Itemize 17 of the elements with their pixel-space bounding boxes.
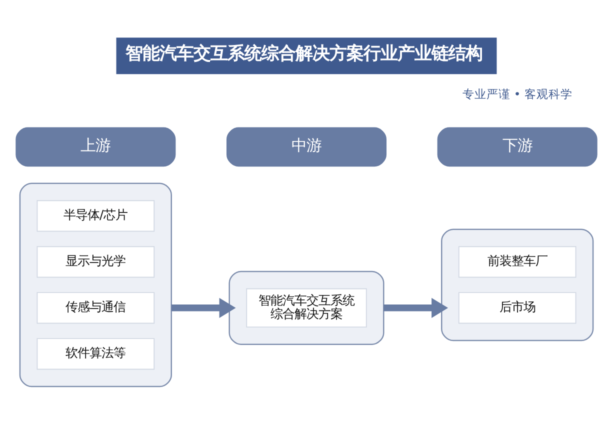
cluster	[228, 270, 384, 344]
cluster	[441, 228, 594, 341]
node-box: 显示与光学	[36, 246, 155, 278]
node-box: 半导体/芯片	[36, 200, 155, 232]
diagram-title: 智能汽车交互系统综合解决方案行业产业链结构	[125, 44, 482, 64]
arrow	[171, 297, 236, 318]
node-box: 后市场	[458, 292, 576, 324]
arrow	[384, 297, 448, 318]
node-box: 软件算法等	[36, 338, 155, 370]
node-box: 上游	[16, 126, 176, 166]
node-box: 前装整车厂	[458, 246, 576, 278]
label: 专业严谨 • 客观科学	[462, 86, 572, 101]
node-box: 智能汽车交互系统综合解决方案	[246, 288, 367, 328]
cluster	[19, 182, 172, 387]
node-box: 传感与通信	[36, 292, 155, 324]
node-box: 下游	[437, 126, 598, 166]
node-box: 中游	[226, 126, 387, 166]
